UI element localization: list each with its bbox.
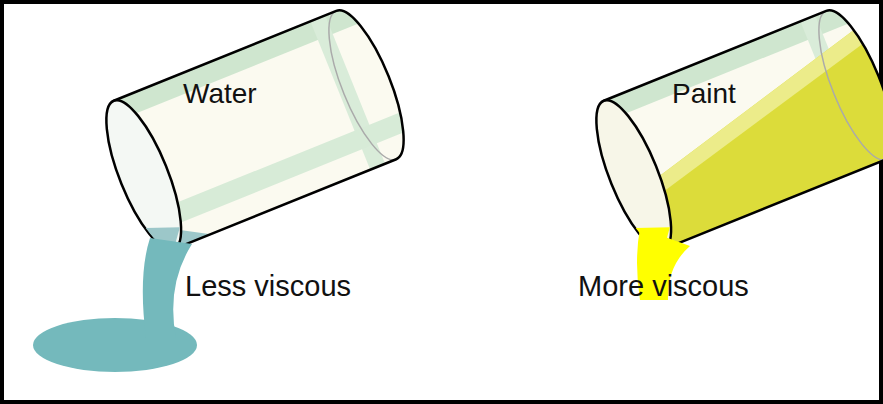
cup-label: Paint bbox=[672, 78, 736, 110]
cup-band bbox=[130, 109, 416, 240]
cup-back-rim bbox=[804, 11, 883, 168]
cup-outline bbox=[585, 10, 883, 260]
cup-shading bbox=[576, 0, 883, 270]
cup-band bbox=[310, 15, 385, 169]
viscosity-label: More viscous bbox=[578, 270, 749, 303]
cup-outline-line bbox=[114, 2, 419, 249]
tilted-cup: Water bbox=[95, 10, 425, 260]
paint-at-rim bbox=[636, 216, 677, 256]
paint-stream bbox=[637, 228, 690, 300]
tilted-cup: Paint bbox=[585, 10, 883, 260]
cup-body bbox=[582, 2, 883, 258]
water-fill bbox=[131, 197, 211, 260]
cup-back-rim bbox=[314, 11, 396, 168]
water-stream bbox=[143, 238, 192, 338]
cup-group bbox=[576, 0, 883, 270]
cup-body bbox=[92, 2, 419, 258]
cup-outline-line bbox=[604, 2, 883, 249]
cup-open-rim bbox=[92, 92, 196, 258]
cup-band bbox=[576, 0, 862, 131]
paint-fill bbox=[585, 23, 883, 270]
cup-shading bbox=[86, 0, 424, 260]
viscosity-label: Less viscous bbox=[185, 270, 351, 303]
cup-open-rim bbox=[582, 92, 686, 258]
cup-label: Water bbox=[183, 78, 257, 110]
paint-surface bbox=[585, 23, 883, 223]
cup-group bbox=[86, 0, 424, 260]
cup-band bbox=[800, 15, 875, 169]
cup-outline bbox=[95, 10, 425, 260]
water-puddle bbox=[33, 318, 197, 372]
cup-band bbox=[86, 0, 372, 131]
water-at-rim bbox=[146, 216, 187, 256]
